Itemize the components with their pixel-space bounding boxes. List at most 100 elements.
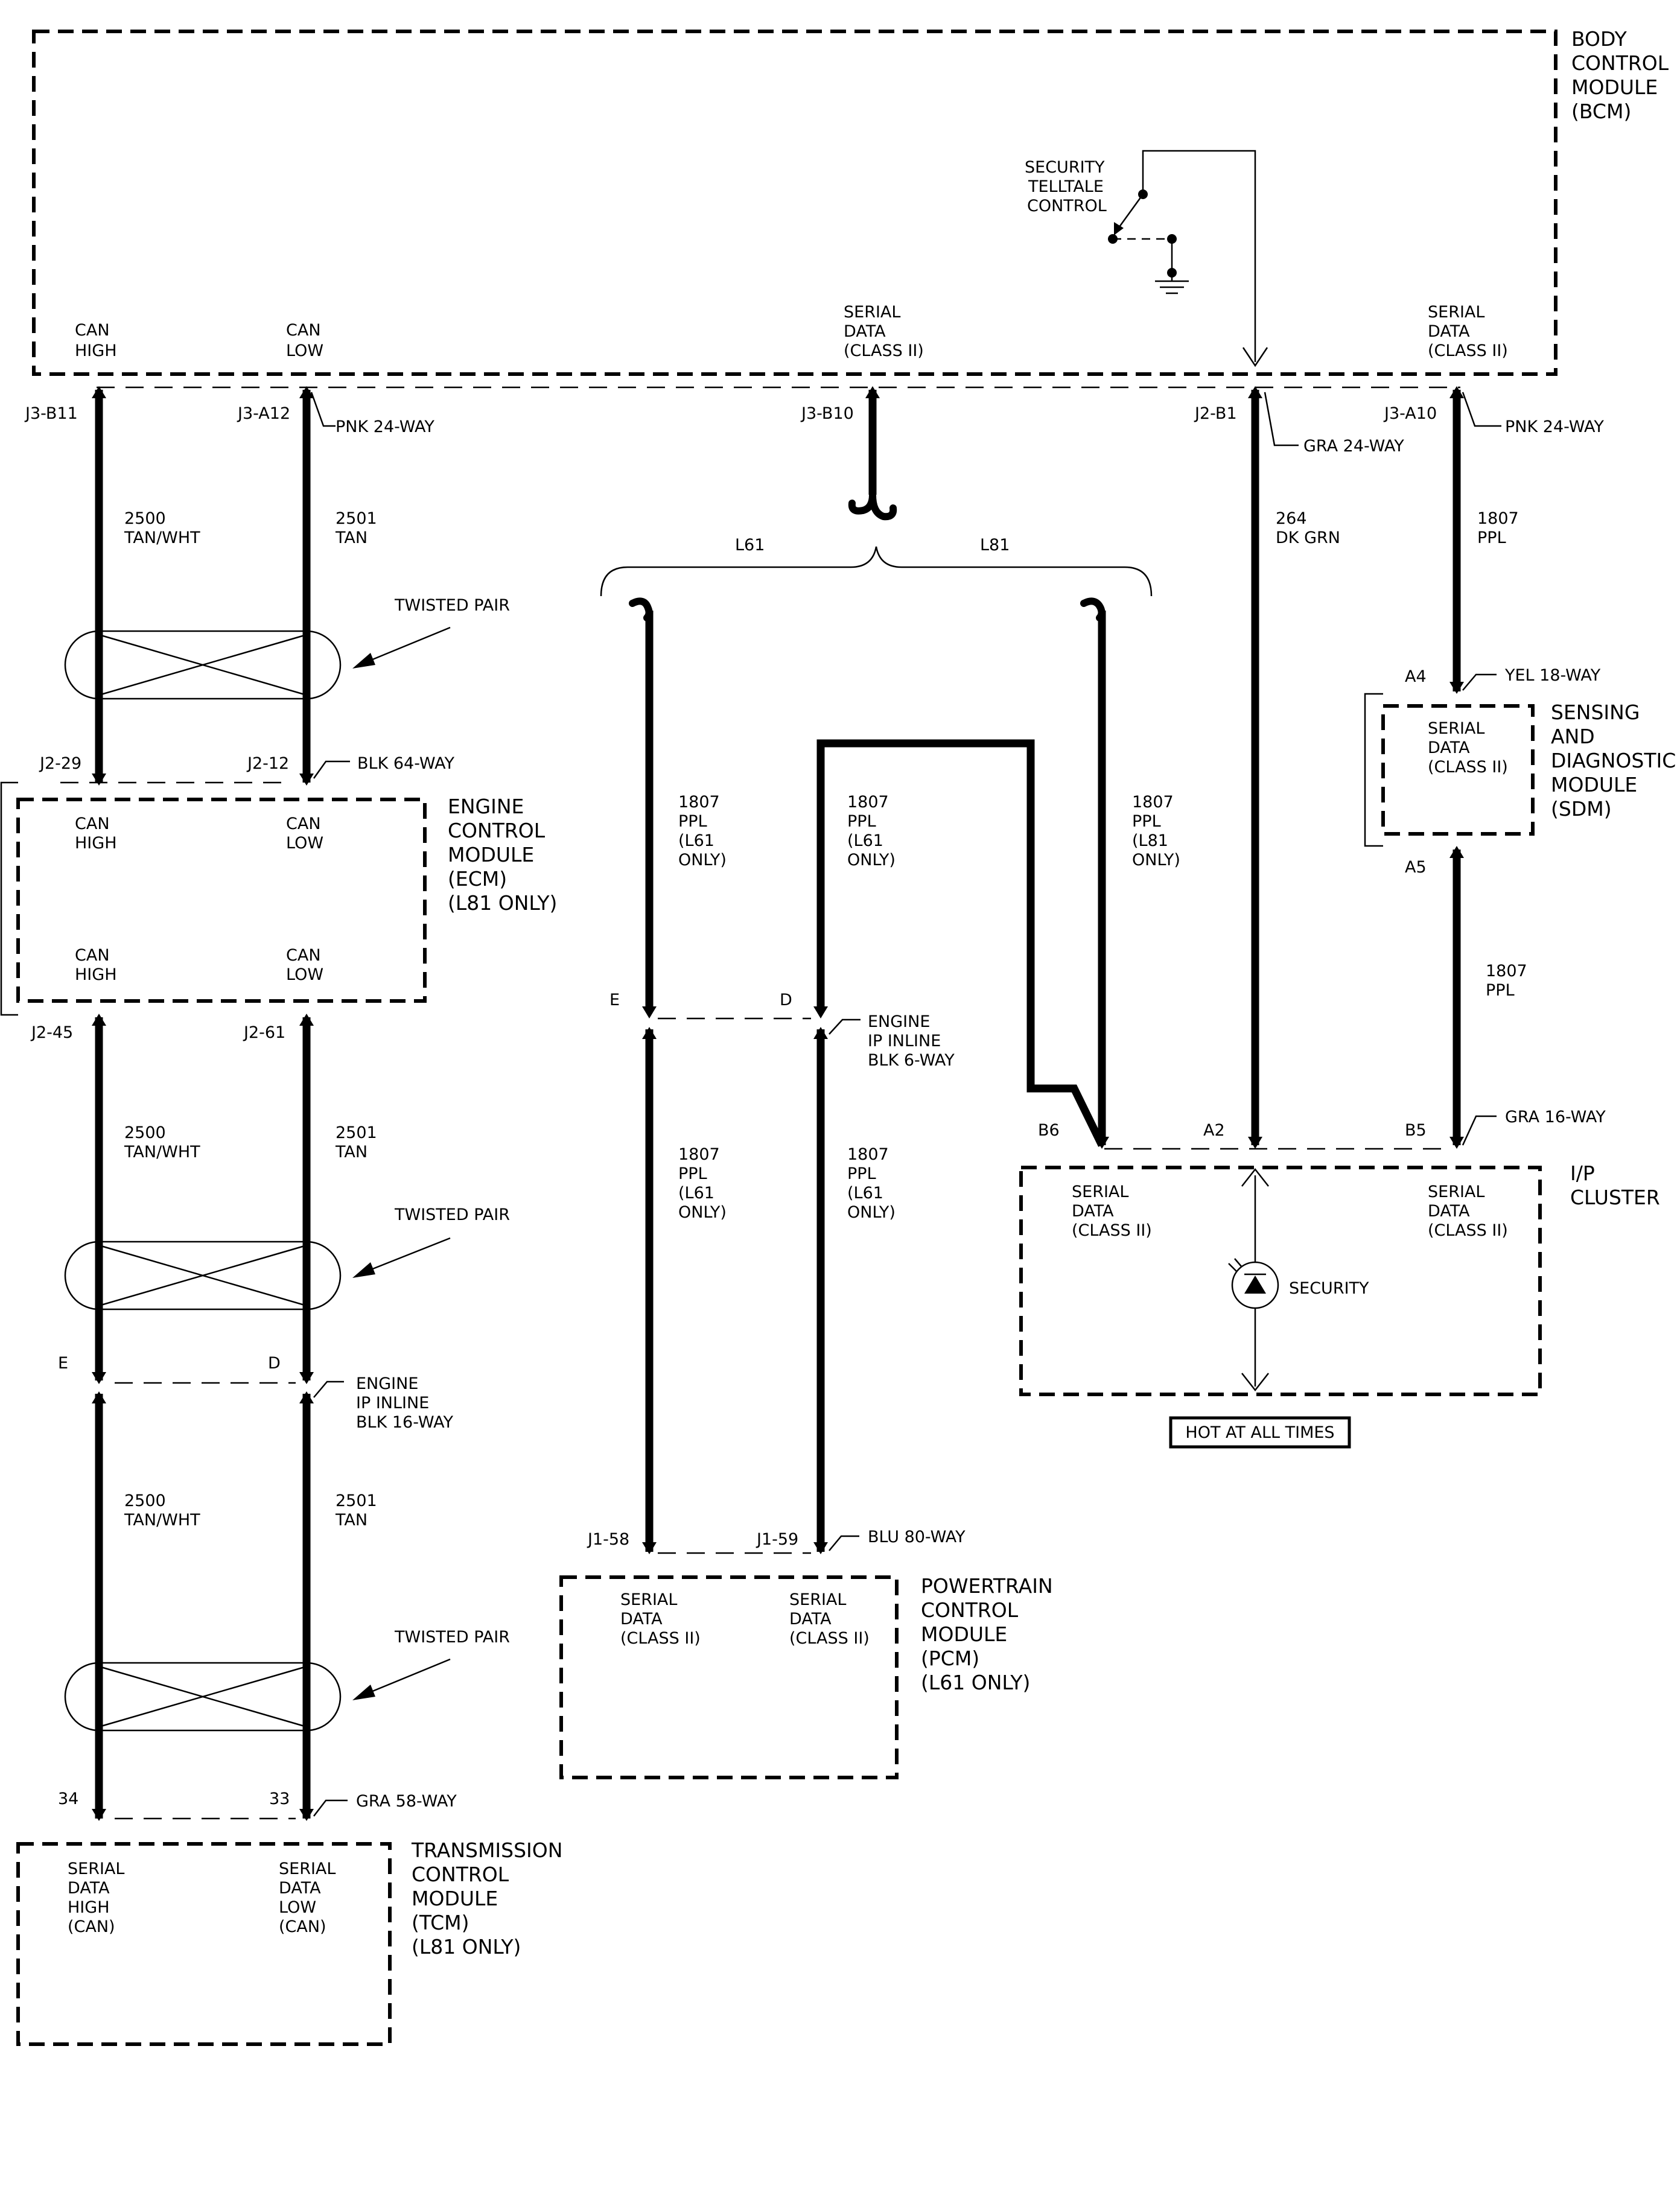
label-line: ONLY) — [678, 851, 727, 869]
pin-j3-b10: J3-B10 — [800, 404, 854, 423]
switch-blade — [1116, 194, 1144, 230]
pin-j2-12: J2-12 — [246, 754, 289, 773]
twist-line — [98, 634, 307, 696]
label-line: SERIAL — [789, 1590, 846, 1609]
bcm-title-line: (BCM) — [1571, 100, 1631, 123]
ecm-can-high-bottom: CAN HIGH — [75, 946, 117, 984]
label-line: PPL — [847, 1164, 876, 1183]
label-line: ENGINE — [868, 1012, 930, 1031]
pin-arrow-down-icon — [299, 1809, 314, 1821]
twisted-pair-label: TWISTED PAIR — [394, 1206, 510, 1224]
ecm-title-line: MODULE — [448, 843, 534, 866]
label-line: TAN/WHT — [124, 1143, 200, 1161]
label-line: DATA — [1428, 1202, 1470, 1221]
label-line: DATA — [844, 322, 886, 341]
ecm-title-line: ENGINE — [448, 795, 524, 818]
twisted-pair-3: TWISTED PAIR — [64, 1628, 510, 1732]
wire-label-264: 264 DK GRN — [1276, 509, 1340, 547]
label-line: 1807 — [1477, 509, 1519, 528]
arrow-icon — [352, 1262, 375, 1278]
branch-l81: L81 — [980, 536, 1010, 554]
pnk-leader-left — [310, 392, 336, 427]
inline16-leader — [313, 1380, 344, 1398]
pin-arrow-down-icon — [299, 1372, 314, 1384]
pcm-title: POWERTRAIN CONTROL MODULE (PCM) (L61 ONL… — [921, 1574, 1053, 1694]
gra58-leader — [313, 1799, 348, 1817]
label-line: PPL — [1477, 529, 1506, 547]
pin-arrow-up-icon — [299, 1391, 314, 1403]
bcm-title-line: MODULE — [1571, 75, 1658, 99]
wire-label-2500-b: 2500 TAN/WHT — [124, 1492, 200, 1530]
twisted-pair-2: TWISTED PAIR — [64, 1206, 510, 1311]
twisted-pair-label: TWISTED PAIR — [394, 596, 510, 615]
ecm-can-low-bottom: CAN LOW — [286, 946, 323, 984]
twist-leader — [368, 1658, 451, 1694]
pin-arrow-down-icon — [642, 1542, 657, 1554]
label-line: TAN/WHT — [124, 1511, 200, 1530]
label-line: ONLY) — [678, 1203, 727, 1222]
twist-line — [98, 1665, 307, 1728]
bcm-can-high-label: CAN HIGH — [75, 321, 117, 360]
label-line: BLK 6-WAY — [868, 1051, 955, 1070]
label-line: TELLTALE — [1028, 177, 1104, 196]
label-line: DATA — [68, 1879, 110, 1898]
label-line: SERIAL — [279, 1860, 336, 1878]
label-line: SERIAL — [1428, 1183, 1484, 1201]
label-line: LOW — [286, 965, 323, 984]
label-line: TAN — [335, 1143, 368, 1161]
pin-j2-45: J2-45 — [30, 1023, 73, 1042]
label-line: HIGH — [75, 965, 117, 984]
label-line: DATA — [1428, 322, 1470, 341]
label-line: (CLASS II) — [844, 342, 924, 360]
pin-33: 33 — [269, 1790, 290, 1808]
twisted-pair-label: TWISTED PAIR — [394, 1628, 510, 1647]
cluster-title-line: CLUSTER — [1570, 1186, 1660, 1209]
twist-line — [98, 1244, 307, 1307]
pcm-title-line: (PCM) — [921, 1647, 979, 1670]
label-line: 2500 — [124, 509, 166, 528]
label-line: 1807 — [847, 793, 889, 812]
pin-j3-a10: J3-A10 — [1383, 404, 1437, 423]
wire-label-1807-lower: 1807 PPL — [1486, 962, 1527, 1000]
pin-a4: A4 — [1405, 667, 1427, 686]
bcm-can-low-label: CAN LOW — [286, 321, 323, 360]
wire-label-2501-top: 2501 TAN — [335, 509, 377, 547]
label-line: SERIAL — [844, 303, 900, 322]
ecm-title: ENGINE CONTROL MODULE (ECM) (L81 ONLY) — [448, 795, 557, 915]
label-line: ENGINE — [356, 1374, 418, 1393]
security-label: SECURITY — [1289, 1279, 1369, 1298]
pin-j3-a12: J3-A12 — [237, 404, 290, 423]
pin-arrow-up-icon — [299, 386, 314, 398]
bcm-title-line: CONTROL — [1571, 51, 1669, 75]
label-line: CAN — [75, 321, 110, 340]
cluster-title: I/P CLUSTER — [1570, 1161, 1660, 1209]
tcm-title-line: CONTROL — [412, 1863, 509, 1886]
label-line: LOW — [286, 834, 323, 853]
tcm-title-line: TRANSMISSION — [411, 1838, 562, 1862]
label-line: 1807 — [678, 1145, 720, 1164]
pin-arrow-up-icon — [92, 1014, 106, 1026]
pin-arrow-down-icon — [1248, 1137, 1262, 1149]
label-line: DATA — [279, 1879, 321, 1898]
label-line: 2500 — [124, 1123, 166, 1142]
pin-arrow-down-icon — [813, 1542, 828, 1554]
cluster-serial-left: SERIAL DATA (CLASS II) — [1072, 1183, 1152, 1240]
tcm-title-line: (L81 ONLY) — [412, 1935, 521, 1959]
label-line: PPL — [678, 1164, 707, 1183]
label-line: 1807 — [678, 793, 720, 812]
tcm-title-line: (TCM) — [412, 1911, 469, 1934]
label-line: DATA — [1428, 739, 1470, 757]
wire-label-2500-top: 2500 TAN/WHT — [124, 509, 200, 547]
pin-j3-b11: J3-B11 — [24, 404, 78, 423]
inline6-pin-d: D — [780, 991, 792, 1009]
inline16-pin-e: E — [58, 1354, 68, 1373]
label-line: CAN — [286, 815, 321, 833]
wire-1807-l61-b — [816, 739, 1106, 1147]
sdm-title-line: (SDM) — [1551, 797, 1612, 821]
sdm-title-line: SENSING — [1551, 701, 1640, 724]
pin-arrow-down-icon — [92, 1372, 106, 1384]
led-ray — [1228, 1263, 1238, 1272]
pin-j1-59: J1-59 — [756, 1530, 798, 1549]
tcm-title-line: MODULE — [412, 1887, 498, 1910]
label-line: (L61 — [847, 1184, 883, 1203]
